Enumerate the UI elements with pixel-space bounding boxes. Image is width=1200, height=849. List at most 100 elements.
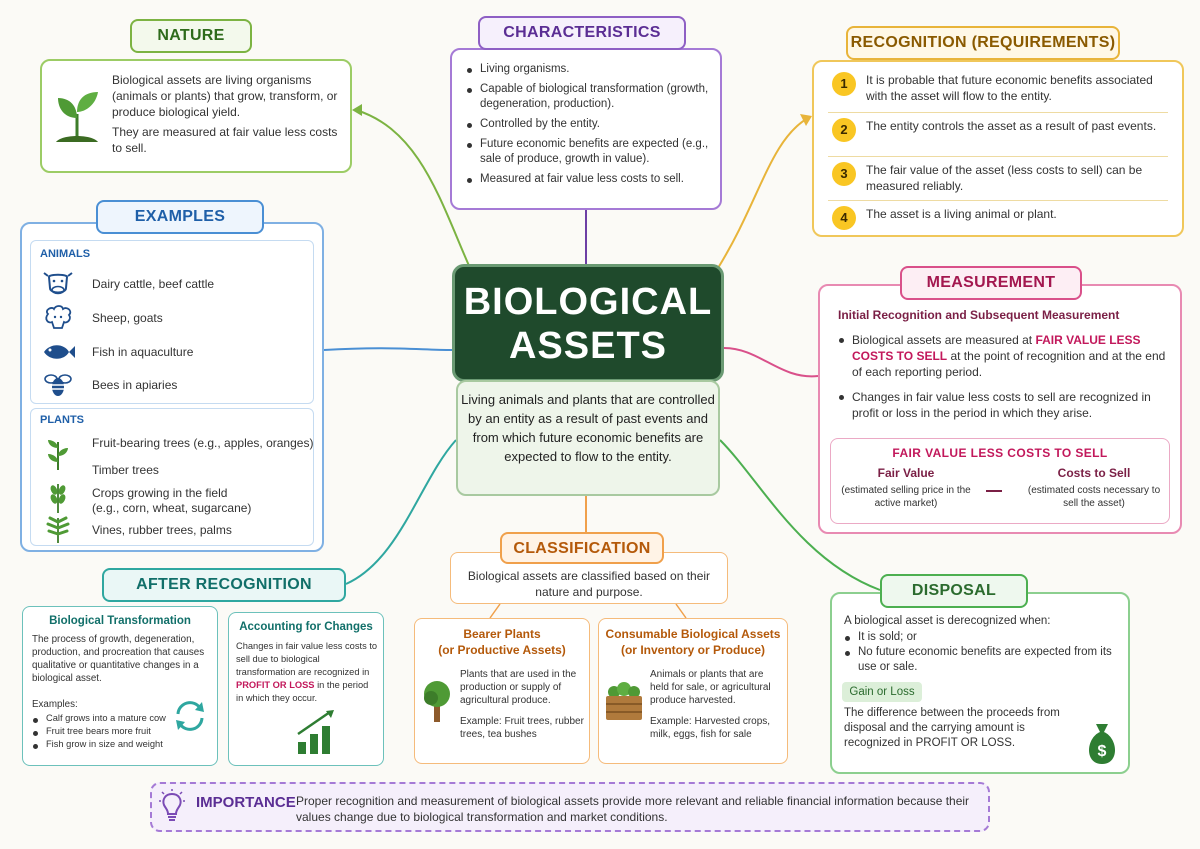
divider	[828, 156, 1168, 157]
growth-chart-icon	[297, 710, 334, 754]
formula-title: FAIR VALUE LESS COSTS TO SELL	[892, 446, 1108, 460]
example-plant: Timber trees	[92, 463, 159, 477]
connector-examples	[323, 347, 453, 351]
measurement-list: Biological assets are measured at FAIR V…	[838, 332, 1170, 430]
example-plant: Fruit-bearing trees (e.g., apples, orang…	[92, 436, 314, 450]
nature-title: NATURE	[130, 19, 252, 53]
bearer-title-line: (or Productive Assets)	[438, 643, 566, 657]
characteristics-list: Living organisms. Capable of biological …	[466, 62, 718, 192]
example-animal: Bees in apiaries	[92, 378, 178, 392]
measurement-text: at the point of recognition and at the e…	[852, 349, 1166, 379]
after-recognition-title: AFTER RECOGNITION	[102, 568, 346, 602]
connector-nature	[355, 109, 471, 269]
divider	[828, 200, 1168, 201]
example-plant: Crops growing in the field	[92, 486, 228, 500]
importance-text: Proper recognition and measurement of bi…	[296, 794, 970, 824]
step-number: 4	[832, 206, 856, 230]
cycle-arrows-icon	[176, 701, 204, 731]
example-plant: (e.g., corn, wheat, sugarcane)	[92, 501, 252, 515]
transformation-examples: Calf grows into a mature cow Fruit tree …	[32, 712, 172, 751]
example-plant: Vines, rubber trees, palms	[92, 523, 232, 537]
recognition-title: RECOGNITION (REQUIREMENTS)	[846, 26, 1120, 60]
example-animal: Fish in aquaculture	[92, 345, 194, 359]
connector-recognition-arrow	[800, 114, 812, 126]
fruit-tree-icon	[48, 440, 68, 470]
bearer-plants-title: Bearer Plants (or Productive Assets)	[414, 626, 590, 658]
example-animal: Dairy cattle, beef cattle	[92, 277, 215, 291]
nature-box	[40, 59, 352, 173]
center-title-line1: BIOLOGICAL	[463, 281, 713, 323]
connector-classification-right	[675, 603, 687, 619]
recognition-item: 1 It is probable that future economic be…	[832, 72, 1172, 104]
biological-transformation-panel	[22, 606, 218, 766]
center-title-line2: ASSETS	[508, 325, 668, 367]
list-item: Measured at fair value less costs to sel…	[466, 172, 718, 187]
disposal-intro: A biological asset is derecognized when:	[844, 615, 1051, 627]
bearer-text: Plants that are used in the production o…	[460, 669, 577, 706]
nature-definition: Biological assets are living organisms (…	[112, 73, 338, 119]
bearer-example: Example: Fruit trees, rubber trees, tea …	[460, 716, 584, 740]
step-number: 2	[832, 118, 856, 142]
recognition-item: 2 The entity controls the asset as a res…	[832, 118, 1172, 142]
fair-value-formula-box	[830, 438, 1170, 524]
animals-heading: ANIMALS	[40, 248, 91, 260]
panel-text: Changes in fair value less costs to sell…	[236, 640, 378, 705]
characteristics-title: CHARACTERISTICS	[478, 16, 686, 50]
list-item: Fish grow in size and weight	[32, 738, 172, 751]
consumable-text: Animals or plants that are held for sale…	[650, 669, 771, 706]
disposal-conditions: It is sold; or No future economic benefi…	[844, 630, 1124, 675]
center-description: Living animals and plants that are contr…	[456, 380, 720, 496]
connector-after-recognition	[345, 439, 457, 585]
costs-to-sell-term: Costs to Sell (estimated costs necessary…	[1024, 466, 1164, 510]
list-item: Living organisms.	[466, 62, 718, 77]
classification-text: Biological assets are classified based o…	[467, 569, 711, 599]
recognition-text: The asset is a living animal or plant.	[866, 207, 1057, 221]
vine-leaf-icon	[46, 516, 70, 543]
fair-value-label: Fair Value	[877, 466, 935, 480]
consumable-title-line: (or Inventory or Produce)	[620, 643, 766, 657]
divider	[828, 112, 1168, 113]
produce-crate-icon	[606, 682, 642, 720]
connector-nature-arrow	[352, 104, 362, 116]
panel-title: Biological Transformation	[49, 615, 191, 627]
recognition-box	[812, 60, 1184, 237]
tree-icon	[424, 681, 450, 722]
cow-icon	[43, 272, 73, 295]
center-title-box: BIOLOGICAL ASSETS	[452, 264, 724, 382]
list-item: Capable of biological transformation (gr…	[466, 82, 718, 112]
measurement-subtitle: Initial Recognition and Subsequent Measu…	[838, 308, 1120, 322]
plants-heading: PLANTS	[40, 414, 84, 426]
nature-text: Biological assets are living organisms (…	[112, 72, 344, 156]
recognition-text: The fair value of the asset (less costs …	[866, 163, 1143, 193]
characteristics-box	[450, 48, 722, 210]
recognition-item: 3 The fair value of the asset (less cost…	[832, 162, 1172, 194]
list-item: Fruit tree bears more fruit	[32, 725, 172, 738]
recognition-text: The entity controls the asset as a resul…	[866, 119, 1157, 133]
example-animal: Sheep, goats	[92, 311, 163, 325]
examples-title: EXAMPLES	[96, 200, 264, 234]
connector-recognition	[717, 117, 809, 269]
step-number: 3	[832, 162, 856, 186]
connector-disposal	[719, 439, 881, 591]
fish-icon	[44, 345, 75, 359]
measurement-title: MEASUREMENT	[900, 266, 1082, 300]
disposal-title: DISPOSAL	[880, 574, 1028, 608]
step-number: 1	[832, 72, 856, 96]
recognition-item: 4 The asset is a living animal or plant.	[832, 206, 1172, 230]
profit-loss-highlight: PROFIT OR LOSS	[236, 680, 315, 690]
list-item: Calf grows into a mature cow	[32, 712, 172, 725]
lightbulb-icon	[159, 789, 185, 821]
fair-value-term: Fair Value (estimated selling price in t…	[838, 466, 974, 510]
money-bag-icon: $	[1089, 724, 1115, 764]
list-item: Biological assets are measured at FAIR V…	[838, 332, 1170, 380]
disposal-text: The difference between the proceeds from…	[844, 707, 1060, 749]
nature-measurement: They are measured at fair value less cos…	[112, 125, 338, 155]
fair-value-desc: (estimated selling price in the active m…	[841, 485, 971, 509]
costs-label: Costs to Sell	[1057, 466, 1131, 480]
bee-icon	[44, 374, 72, 396]
accounting-changes-panel	[228, 612, 384, 766]
consumable-title-line: Consumable Biological Assets	[605, 627, 781, 641]
consumable-title: Consumable Biological Assets (or Invento…	[598, 626, 788, 658]
list-item: It is sold; or	[844, 630, 1124, 645]
